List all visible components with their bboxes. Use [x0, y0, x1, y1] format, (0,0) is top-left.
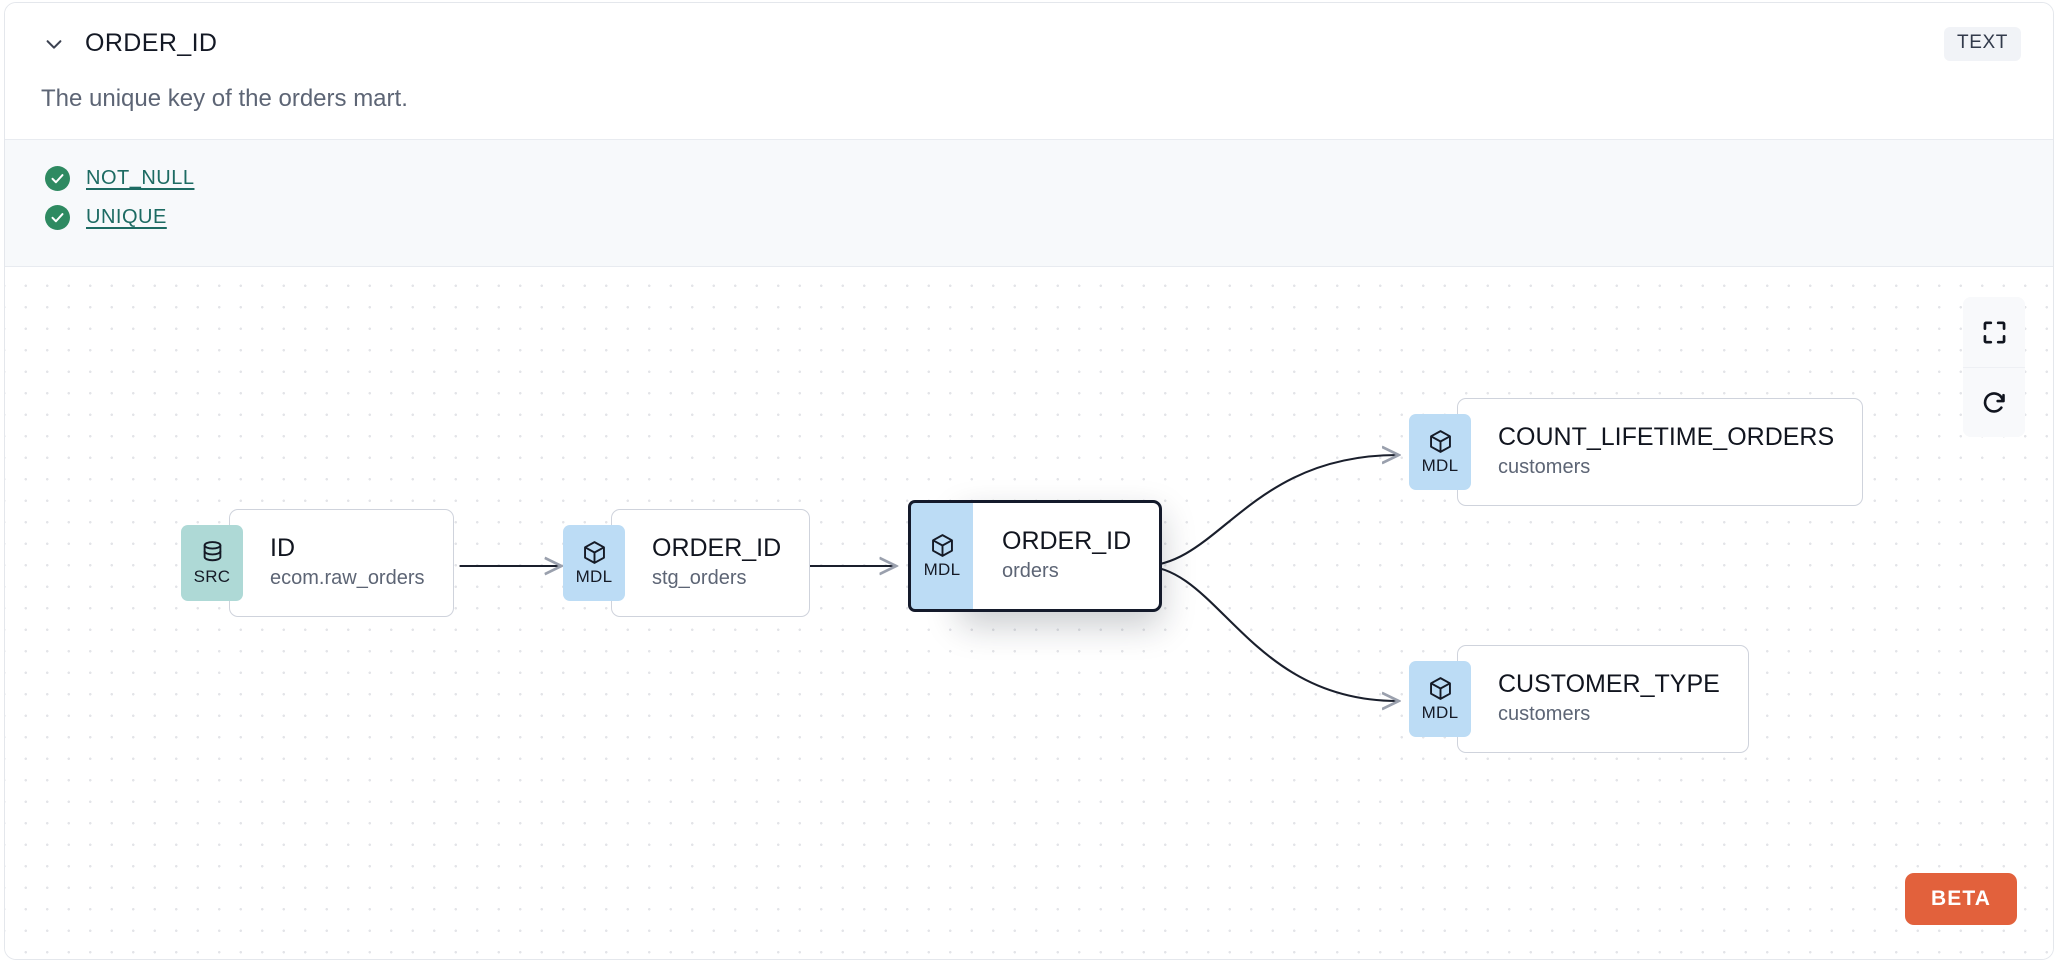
fit-view-icon — [1983, 320, 2005, 344]
column-type-badge: TEXT — [1944, 27, 2021, 61]
node-badge-mdl: MDL — [908, 500, 973, 612]
node-name: ORDER_ID — [652, 534, 782, 563]
node-subtitle: ecom.raw_orders — [270, 566, 425, 589]
beta-badge[interactable]: BETA — [1904, 873, 2017, 925]
node-body: COUNT_LIFETIME_ORDERS customers — [1457, 398, 1864, 506]
node-subtitle: stg_orders — [652, 566, 747, 589]
lineage-node-src-id[interactable]: SRC ID ecom.raw_orders — [181, 509, 454, 617]
cube-icon — [1429, 677, 1451, 700]
reset-view-button[interactable] — [1963, 367, 2025, 437]
cube-icon — [1429, 430, 1451, 453]
cube-icon — [583, 541, 605, 564]
node-subtitle: customers — [1498, 455, 1591, 478]
test-row: NOT_NULL — [5, 159, 2053, 198]
refresh-icon — [1983, 392, 2005, 413]
lineage-node-mdl-count-lifetime-orders[interactable]: MDL COUNT_LIFETIME_ORDERS customers — [1409, 398, 1864, 506]
node-body: ORDER_ID stg_orders — [611, 509, 811, 617]
node-name: CUSTOMER_TYPE — [1498, 670, 1720, 699]
edge-orders-to-count-lifetime — [1142, 455, 1398, 568]
node-badge-label: MDL — [1421, 456, 1459, 475]
node-subtitle: customers — [1498, 702, 1591, 725]
column-description: The unique key of the orders mart. — [41, 85, 408, 112]
node-body: ID ecom.raw_orders — [229, 509, 454, 617]
node-badge-label: MDL — [923, 560, 961, 579]
lineage-controls — [1963, 297, 2025, 437]
node-badge-src: SRC — [181, 525, 243, 601]
node-name: ID — [270, 534, 295, 563]
fit-view-button[interactable] — [1963, 297, 2025, 367]
title-row: ORDER_ID — [5, 3, 2053, 58]
page-title: ORDER_ID — [85, 29, 218, 57]
cube-icon — [931, 534, 953, 557]
lineage-node-mdl-orders[interactable]: MDL ORDER_ID orders — [908, 500, 1163, 612]
node-body: CUSTOMER_TYPE customers — [1457, 645, 1749, 753]
panel-header: ORDER_ID TEXT The unique key of the orde… — [5, 3, 2053, 139]
test-link-not-null[interactable]: NOT_NULL — [86, 167, 195, 189]
lineage-node-mdl-customer-type[interactable]: MDL CUSTOMER_TYPE customers — [1409, 645, 1749, 753]
node-name: ORDER_ID — [1002, 527, 1132, 556]
node-badge-mdl: MDL — [1409, 414, 1471, 490]
node-body: ORDER_ID orders — [959, 500, 1163, 612]
node-name: COUNT_LIFETIME_ORDERS — [1498, 423, 1835, 452]
node-badge-label: MDL — [575, 567, 613, 586]
check-circle-icon — [45, 205, 70, 230]
node-subtitle: orders — [1002, 559, 1059, 582]
tests-section: NOT_NULL UNIQUE — [5, 139, 2053, 267]
chevron-down-icon[interactable] — [41, 31, 67, 57]
column-detail-panel: ORDER_ID TEXT The unique key of the orde… — [4, 2, 2054, 960]
node-badge-label: MDL — [1421, 703, 1459, 722]
node-badge-mdl: MDL — [1409, 661, 1471, 737]
test-row: UNIQUE — [5, 198, 2053, 237]
lineage-canvas[interactable]: SRC ID ecom.raw_orders MDL ORDER_ID stg_… — [5, 267, 2053, 959]
node-badge-mdl: MDL — [563, 525, 625, 601]
lineage-node-mdl-stg-orders[interactable]: MDL ORDER_ID stg_orders — [563, 509, 811, 617]
node-badge-label: SRC — [193, 567, 231, 586]
check-circle-icon — [45, 166, 70, 191]
edge-orders-to-customer-type — [1142, 564, 1398, 701]
test-link-unique[interactable]: UNIQUE — [86, 206, 167, 228]
database-icon — [203, 541, 221, 562]
